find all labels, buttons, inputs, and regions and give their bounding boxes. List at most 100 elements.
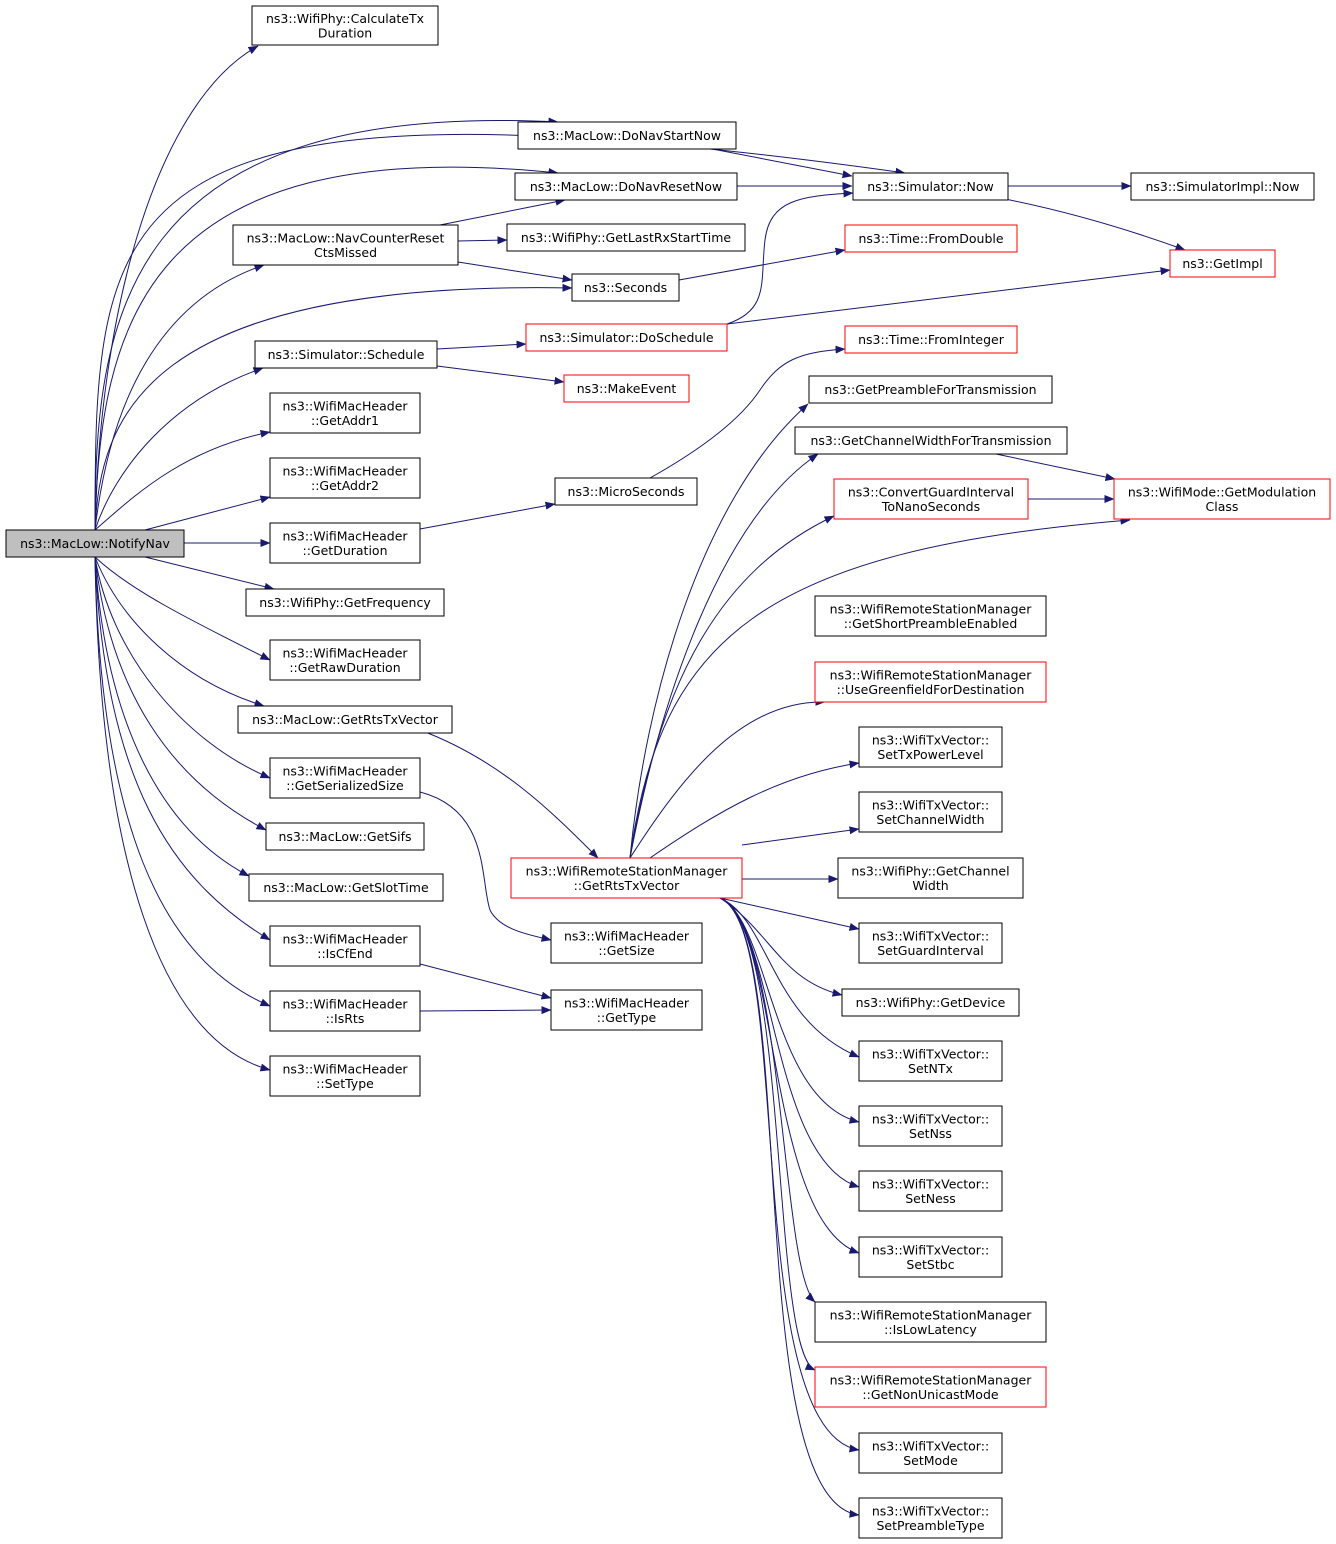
node-root[interactable]: ns3::MacLow::NotifyNav (5, 529, 185, 558)
node-raw-dur[interactable]: ns3::WifiMacHeader::GetRawDuration (269, 639, 421, 681)
node-seconds[interactable]: ns3::Seconds (571, 273, 680, 302)
node-get-addr1[interactable]: ns3::WifiMacHeader::GetAddr1 (269, 392, 421, 434)
call-edge (94, 117, 559, 531)
call-edge (419, 1006, 552, 1015)
node-make-event[interactable]: ns3::MakeEvent (563, 374, 690, 403)
node-get-impl[interactable]: ns3::GetImpl (1169, 249, 1276, 278)
node-get-size[interactable]: ns3::WifiMacHeader::GetSize (550, 922, 703, 964)
node-label: ::GetAddr2 (311, 478, 379, 493)
node-set-mode[interactable]: ns3::WifiTxVector::SetMode (858, 1432, 1003, 1474)
node-label: ns3::WifiMacHeader (282, 646, 408, 661)
node-rts-tx-mac[interactable]: ns3::MacLow::GetRtsTxVector (237, 705, 453, 734)
node-phy-ch-w[interactable]: ns3::WifiPhy::GetChannelWidth (837, 857, 1024, 899)
function-nodes: ns3::MacLow::NotifyNav ns3::WifiPhy::Calc… (5, 5, 1331, 1539)
node-label: ns3::Simulator::Now (867, 179, 994, 194)
node-set-stbc[interactable]: ns3::WifiTxVector::SetStbc (858, 1236, 1003, 1278)
node-last-rx[interactable]: ns3::WifiPhy::GetLastRxStartTime (506, 223, 746, 252)
call-edge (995, 453, 1116, 481)
node-box (232, 224, 459, 266)
call-edge (94, 556, 271, 941)
node-from-integer[interactable]: ns3::Time::FromInteger (844, 325, 1018, 354)
node-impl-now[interactable]: ns3::SimulatorImpl::Now (1130, 172, 1315, 201)
call-edge (649, 345, 846, 479)
node-label: ::GetDuration (303, 543, 388, 558)
node-nav-reset[interactable]: ns3::MacLow::DoNavResetNow (514, 172, 738, 201)
call-edge (419, 791, 552, 942)
node-label: ::GetRtsTxVector (574, 878, 681, 893)
node-label: ::GetType (597, 1010, 657, 1025)
node-label: ns3::MacLow::GetRtsTxVector (252, 712, 439, 727)
node-label: ns3::WifiRemoteStationManager (830, 1373, 1033, 1388)
node-get-device[interactable]: ns3::WifiPhy::GetDevice (841, 988, 1020, 1017)
node-preamble[interactable]: ns3::GetPreambleForTransmission (808, 375, 1053, 404)
node-is-rts[interactable]: ns3::WifiMacHeader::IsRts (269, 990, 421, 1032)
node-label: ::GetSize (598, 943, 655, 958)
node-label: ::IsRts (326, 1011, 365, 1026)
node-label: ns3::Time::FromDouble (858, 231, 1003, 246)
node-rts-tx-mgr[interactable]: ns3::WifiRemoteStationManager::GetRtsTxV… (510, 857, 743, 899)
node-box (858, 1040, 1003, 1082)
node-box (1169, 249, 1276, 278)
node-get-type[interactable]: ns3::WifiMacHeader::GetType (550, 989, 703, 1031)
call-edge (649, 760, 860, 859)
node-label: ns3::MacLow::GetSlotTime (263, 880, 429, 895)
node-label: ns3::WifiMacHeader (282, 932, 408, 947)
call-edge (144, 495, 271, 531)
node-label: ns3::MicroSeconds (568, 484, 685, 499)
node-label: ::UseGreenfieldForDestination (837, 682, 1025, 697)
call-edge (629, 403, 809, 859)
node-label: ns3::WifiPhy::GetChannel (851, 864, 1009, 879)
node-ch-width-tx[interactable]: ns3::GetChannelWidthForTransmission (794, 426, 1068, 455)
node-from-double[interactable]: ns3::Time::FromDouble (844, 224, 1018, 253)
node-is-cf-end[interactable]: ns3::WifiMacHeader::IsCfEnd (269, 925, 421, 967)
node-box (844, 325, 1018, 354)
node-sifs[interactable]: ns3::MacLow::GetSifs (265, 822, 425, 851)
node-set-pre-type[interactable]: ns3::WifiTxVector::SetPreambleType (858, 1497, 1003, 1539)
node-set-n-tx[interactable]: ns3::WifiTxVector::SetNTx (858, 1040, 1003, 1082)
node-box (554, 477, 698, 506)
call-edge (419, 963, 552, 1000)
node-low-lat[interactable]: ns3::WifiRemoteStationManager::IsLowLate… (814, 1301, 1047, 1343)
node-ser-size[interactable]: ns3::WifiMacHeader::GetSerializedSize (269, 757, 421, 799)
call-edge (94, 556, 271, 779)
node-micro-sec[interactable]: ns3::MicroSeconds (554, 477, 698, 506)
node-tx-power[interactable]: ns3::WifiTxVector::SetTxPowerLevel (858, 726, 1003, 768)
node-get-freq[interactable]: ns3::WifiPhy::GetFrequency (245, 588, 445, 617)
call-edge (726, 267, 1171, 325)
node-label: CtsMissed (314, 245, 377, 260)
node-schedule[interactable]: ns3::Simulator::Schedule (254, 340, 438, 369)
node-sim-now[interactable]: ns3::Simulator::Now (852, 172, 1009, 201)
node-slot[interactable]: ns3::MacLow::GetSlotTime (248, 873, 444, 902)
node-label: SetTxPowerLevel (877, 747, 983, 762)
node-set-g-i[interactable]: ns3::WifiTxVector::SetGuardInterval (858, 922, 1003, 964)
call-edge (629, 697, 826, 859)
node-label: ns3::WifiMode::GetModulation (1128, 485, 1316, 500)
node-box (814, 661, 1047, 703)
node-label: ns3::GetImpl (1182, 256, 1262, 271)
node-nav-start[interactable]: ns3::MacLow::DoNavStartNow (517, 121, 737, 150)
node-label: ::SetType (316, 1076, 374, 1091)
node-non-uni[interactable]: ns3::WifiRemoteStationManager::GetNonUni… (814, 1366, 1047, 1408)
node-short-pre[interactable]: ns3::WifiRemoteStationManager::GetShortP… (814, 595, 1047, 637)
node-get-addr2[interactable]: ns3::WifiMacHeader::GetAddr2 (269, 457, 421, 499)
node-label: ::GetSerializedSize (286, 778, 404, 793)
node-box (794, 426, 1068, 455)
node-label: ::GetRawDuration (289, 660, 400, 675)
node-set-ch-w[interactable]: ns3::WifiTxVector::SetChannelWidth (858, 791, 1003, 833)
node-do-schedule[interactable]: ns3::Simulator::DoSchedule (525, 323, 728, 352)
call-edge (719, 897, 860, 1518)
call-edge (419, 729, 599, 859)
node-set-nss[interactable]: ns3::WifiTxVector::SetNss (858, 1105, 1003, 1147)
node-label: ns3::Time::FromInteger (858, 332, 1005, 347)
node-set-type[interactable]: ns3::WifiMacHeader::SetType (269, 1055, 421, 1097)
node-label: SetNTx (908, 1061, 953, 1076)
node-label: ns3::WifiMacHeader (282, 529, 408, 544)
node-set-ness[interactable]: ns3::WifiTxVector::SetNess (858, 1170, 1003, 1212)
node-label: ns3::WifiPhy::GetLastRxStartTime (521, 230, 731, 245)
node-greenfield[interactable]: ns3::WifiRemoteStationManager::UseGreenf… (814, 661, 1047, 703)
node-get-duration[interactable]: ns3::WifiMacHeader::GetDuration (269, 522, 421, 564)
